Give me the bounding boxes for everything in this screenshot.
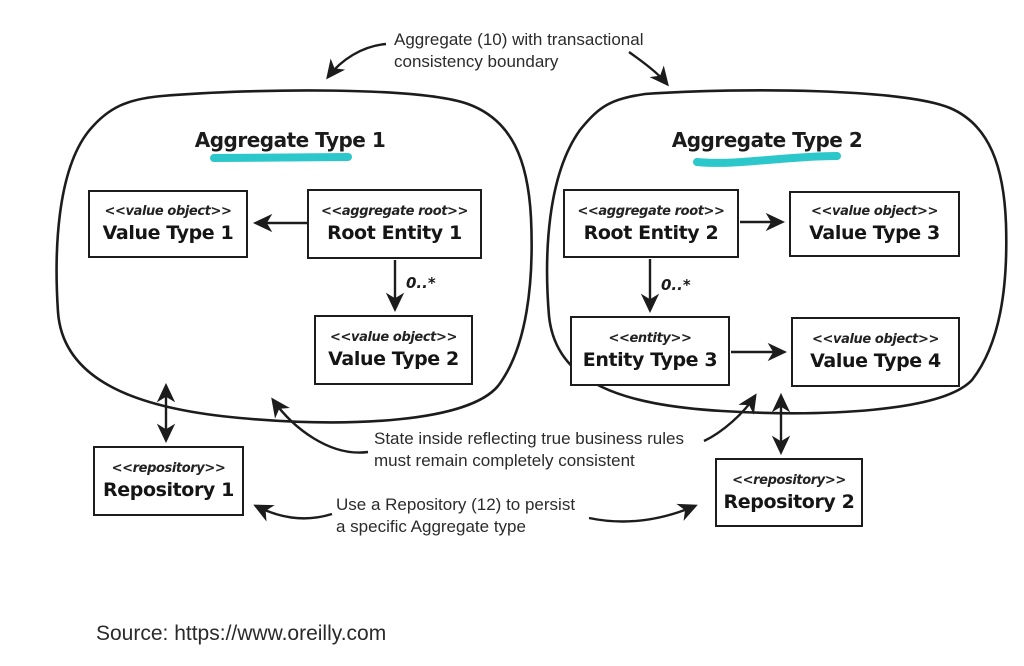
value-type-2-name: Value Type 2: [328, 348, 459, 370]
arrow-repo-note-to-repository-2: [588, 503, 698, 523]
arrow-state-note-to-aggregate-2: [703, 393, 757, 443]
uml-box-value-type-1: <<value object>> Value Type 1: [88, 190, 248, 258]
root-entity-1-name: Root Entity 1: [327, 222, 462, 244]
uml-box-value-type-3: <<value object>> Value Type 3: [789, 191, 960, 257]
root-entity-2-stereotype: <<aggregate root>>: [577, 203, 725, 219]
value-type-1-name: Value Type 1: [102, 222, 234, 244]
uml-box-value-type-2: <<value object>> Value Type 2: [314, 315, 473, 385]
aggregate-note-line2: consistency boundary: [394, 51, 559, 71]
repository-1-stereotype: <<repository>>: [111, 461, 226, 476]
value-type-4-stereotype: <<value object>>: [812, 332, 939, 347]
root-entity-1-stereotype: <<aggregate root>>: [320, 204, 469, 219]
uml-box-repository-1: <<repository>> Repository 1: [93, 446, 244, 516]
aggregate-note-line1: Aggregate (10) with transactional: [394, 30, 644, 49]
arrow-state-note-to-aggregate-1: [271, 397, 369, 454]
state-note-line2: must remain completely consistent: [374, 450, 635, 470]
value-type-1-stereotype: <<value object>>: [104, 204, 232, 219]
root-entity-2-name: Root Entity 2: [583, 221, 719, 244]
uml-box-entity-type-3: <<entity>> Entity Type 3: [570, 316, 730, 386]
repository-2-name: Repository 2: [723, 490, 855, 513]
value-type-4-name: Value Type 4: [810, 350, 941, 372]
arrow-repo-note-to-repository-1: [253, 504, 333, 522]
entity-type-3-stereotype: <<entity>>: [608, 331, 692, 346]
arrow-note-to-aggregate-2: [628, 51, 669, 87]
source-credit: Source: https://www.oreilly.com: [96, 622, 387, 645]
multiplicity-label-aggregate-1: 0..*: [406, 274, 436, 292]
uml-box-root-entity-2: <<aggregate root>> Root Entity 2: [563, 189, 739, 258]
value-type-2-stereotype: <<value object>>: [330, 330, 457, 345]
entity-type-3-name: Entity Type 3: [582, 349, 718, 371]
aggregate-2-title: Aggregate Type 2: [671, 128, 863, 152]
highlight-aggregate-type-2: [693, 152, 841, 167]
aggregate-note: Aggregate (10) with transactional consis…: [394, 29, 643, 73]
uml-box-repository-2: <<repository>> Repository 2: [715, 458, 863, 527]
value-type-3-name: Value Type 3: [809, 222, 940, 244]
state-note-line1: State inside reflecting true business ru…: [374, 429, 684, 448]
aggregate-1-title: Aggregate Type 1: [194, 128, 386, 152]
value-type-3-stereotype: <<value object>>: [811, 204, 938, 219]
repository-note-line1: Use a Repository (12) to persist: [336, 495, 576, 514]
highlight-aggregate-type-1: [210, 153, 352, 162]
arrow-note-to-aggregate-1: [326, 42, 387, 80]
repository-note: Use a Repository (12) to persist a speci…: [336, 494, 575, 538]
multiplicity-label-aggregate-2: 0..*: [661, 276, 691, 294]
uml-box-root-entity-1: <<aggregate root>> Root Entity 1: [307, 189, 482, 259]
repository-2-stereotype: <<repository>>: [732, 472, 846, 488]
repository-1-name: Repository 1: [103, 479, 234, 501]
state-note: State inside reflecting true business ru…: [374, 428, 684, 472]
repository-note-line2: a specific Aggregate type: [336, 516, 526, 536]
uml-box-value-type-4: <<value object>> Value Type 4: [791, 317, 960, 387]
